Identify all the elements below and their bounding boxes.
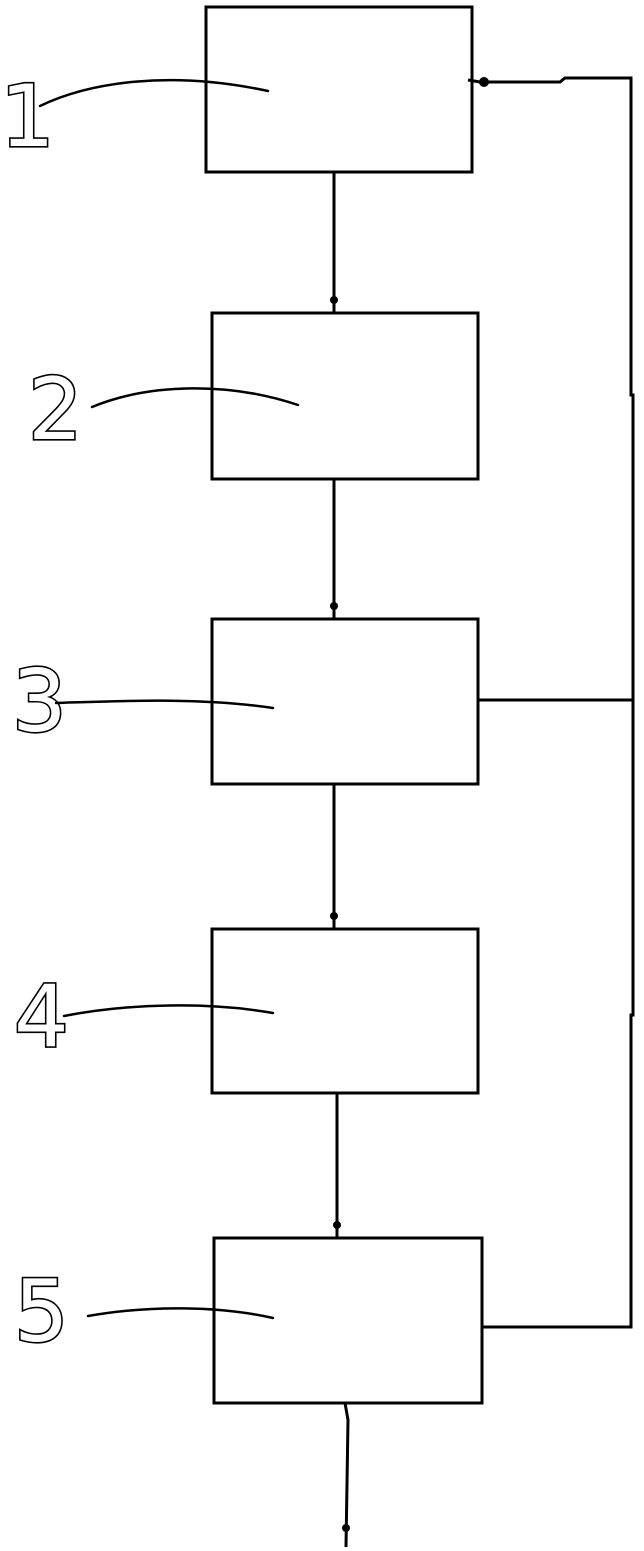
junction-dot xyxy=(330,602,338,610)
feedback-entry-stub xyxy=(467,78,481,84)
leader-line-1 xyxy=(38,78,270,108)
reference-label-5: 5 xyxy=(14,1262,69,1362)
reference-4: 4 xyxy=(12,965,275,1069)
reference-label-4: 4 xyxy=(14,967,69,1067)
block-5 xyxy=(212,1236,484,1405)
block-3 xyxy=(210,617,480,786)
leader-line-4 xyxy=(62,1004,275,1018)
feedback-entry-dot xyxy=(479,77,489,87)
reference-1: 1 xyxy=(0,65,270,169)
junction-dot xyxy=(330,296,338,304)
reference-label-2: 2 xyxy=(28,360,83,460)
junction-dot xyxy=(330,912,338,920)
reference-label-1: 1 xyxy=(0,67,55,167)
output-line xyxy=(343,1402,350,1548)
junction-dot xyxy=(333,1221,341,1229)
leader-line-2 xyxy=(90,387,300,409)
reference-5: 5 xyxy=(12,1260,275,1364)
block-1 xyxy=(204,5,474,174)
feedback-line xyxy=(482,76,635,1329)
reference-3: 3 xyxy=(10,650,275,754)
reference-2: 2 xyxy=(26,358,300,462)
output-dot xyxy=(342,1524,350,1532)
leader-line-5 xyxy=(86,1307,275,1320)
block-2 xyxy=(210,311,480,481)
leader-line-3 xyxy=(54,699,275,710)
